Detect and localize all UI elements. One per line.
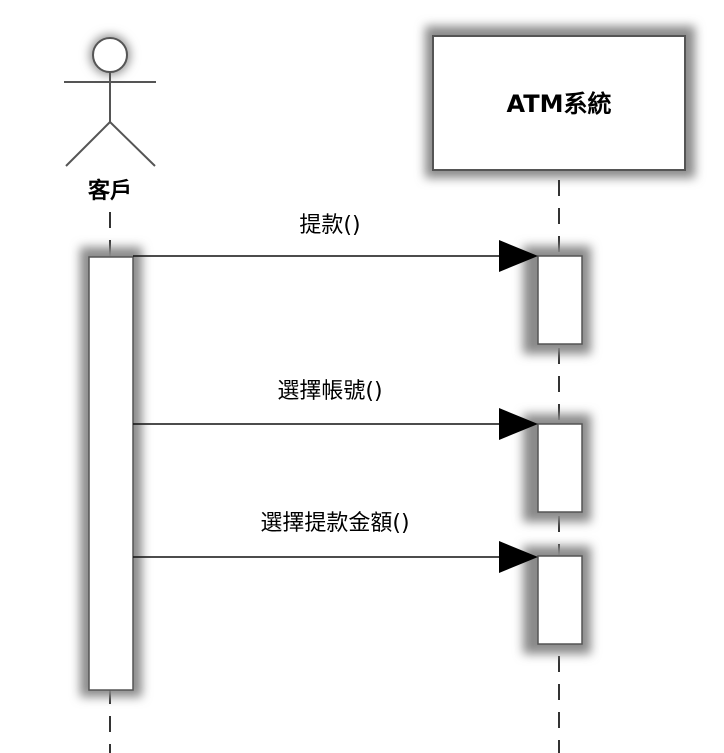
actor-activation-bar <box>88 256 134 691</box>
arrowhead-icon <box>499 408 538 440</box>
message-label: 選擇帳號() <box>277 379 382 404</box>
system-activation-bar <box>537 555 583 645</box>
message-label: 提款() <box>299 213 360 238</box>
system-activation-bar <box>537 255 583 345</box>
actor-activation <box>80 247 142 697</box>
message-3: 選擇提款金額() <box>133 511 538 573</box>
message-label: 選擇提款金額() <box>260 511 409 536</box>
actor-right-leg <box>109 121 156 167</box>
message-2: 選擇帳號() <box>133 379 538 440</box>
actor-figure <box>64 35 156 167</box>
system-activation-bar <box>537 423 583 513</box>
system-activation-1 <box>523 246 591 354</box>
actor-left-leg <box>65 121 111 167</box>
arrowhead-icon <box>499 240 538 272</box>
arrowhead-icon <box>499 541 538 573</box>
actor-label: 客戶 <box>88 178 132 204</box>
system-activation-2 <box>523 414 591 522</box>
actor-head <box>92 37 128 73</box>
system-label: ATM系統 <box>507 90 612 118</box>
system-box <box>432 35 686 171</box>
message-1: 提款() <box>133 213 538 272</box>
system-object <box>425 26 695 178</box>
system-activation-3 <box>523 546 591 654</box>
